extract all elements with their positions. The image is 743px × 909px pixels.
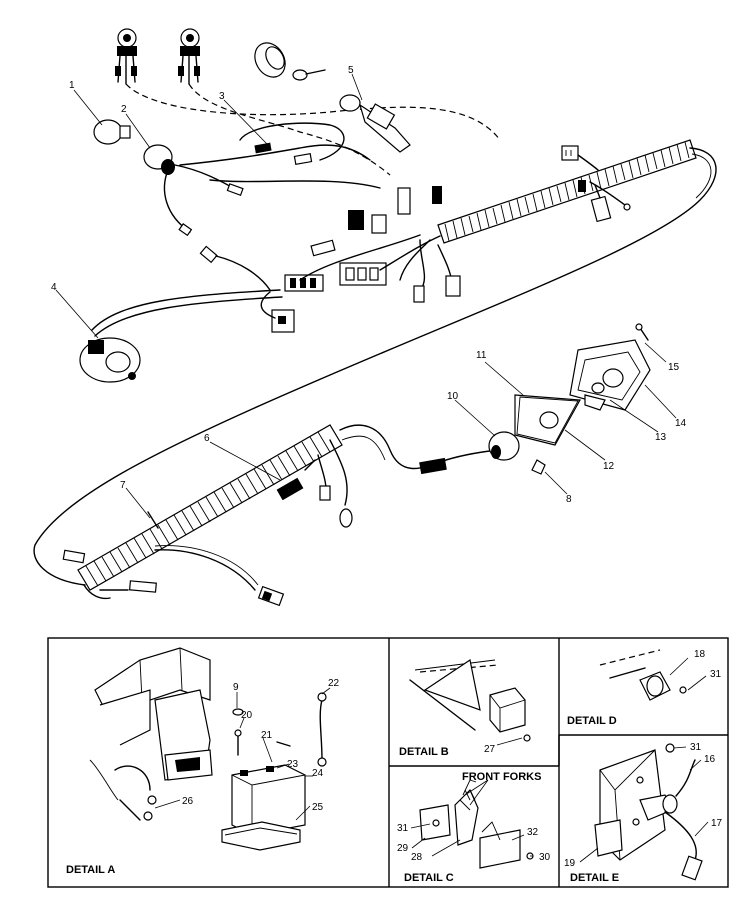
multi-pin-connector [271,262,387,333]
callout-10: 10 [447,391,459,402]
magneto-stator [79,337,141,383]
ignition-key-left [115,28,137,85]
detail-e-label: DETAIL E [570,872,619,884]
detail-c-drawing [419,779,534,869]
callout-4: 4 [51,282,57,293]
ignition-key-right [178,28,200,85]
callout-2: 2 [121,104,127,115]
detail-b-label: DETAIL B [399,746,449,758]
detail-d-label: DETAIL D [567,715,617,727]
corrugated-conduit-lower [77,424,343,591]
callout-6: 6 [204,433,210,444]
callout-23: 23 [287,759,299,770]
callout-28: 28 [411,852,423,863]
callout-14: 14 [675,418,687,429]
headlight-bulb [93,119,131,145]
callout-24: 24 [312,768,324,779]
corrugated-conduit-upper [437,139,697,244]
detail-e-drawing [594,743,703,881]
front-harness [33,28,717,586]
callout-3: 3 [219,91,225,102]
callout-17: 17 [711,818,723,829]
callout-29: 29 [397,843,409,854]
detail-c-label: DETAIL C [404,872,454,884]
callout-1: 1 [69,80,75,91]
callout-31-detail-e: 31 [690,742,702,753]
detail-labels: DETAIL A DETAIL B DETAIL C DETAIL D DETA… [66,715,619,884]
callout-27: 27 [484,744,496,755]
callout-9: 9 [233,682,239,693]
callout-22: 22 [328,678,340,689]
callout-32: 32 [527,827,539,838]
callout-31-detail-d: 31 [710,669,722,680]
callout-16: 16 [704,754,716,765]
leader-lines [55,73,677,519]
detail-a-label: DETAIL A [66,864,115,876]
callout-31-detail-c: 31 [397,823,409,834]
callout-18: 18 [694,649,706,660]
detail-a-drawing [89,647,327,851]
tail-lamp-assembly [488,323,651,475]
callout-11: 11 [476,350,487,361]
callout-15: 15 [668,362,680,373]
callout-numbers: 1 2 3 4 5 6 7 8 10 11 12 13 14 15 9 20 2… [51,65,723,869]
rear-harness [62,323,651,607]
callout-21: 21 [261,730,273,741]
callout-30: 30 [539,852,551,863]
callout-8: 8 [566,494,572,505]
callout-12: 12 [603,461,615,472]
callout-7: 7 [120,480,126,491]
front-forks-label: FRONT FORKS [462,771,541,783]
bulb-socket [143,144,175,175]
detail-b-drawing [409,659,531,742]
speedometer-housing [254,42,411,153]
callout-25: 25 [312,802,324,813]
detail-leader-lines [154,657,709,863]
callout-26: 26 [182,796,194,807]
callout-13: 13 [655,432,667,443]
detail-frame [47,637,729,888]
callout-20: 20 [241,710,253,721]
callout-19: 19 [564,858,576,869]
callout-5: 5 [348,65,354,76]
detail-d-drawing [599,649,687,701]
